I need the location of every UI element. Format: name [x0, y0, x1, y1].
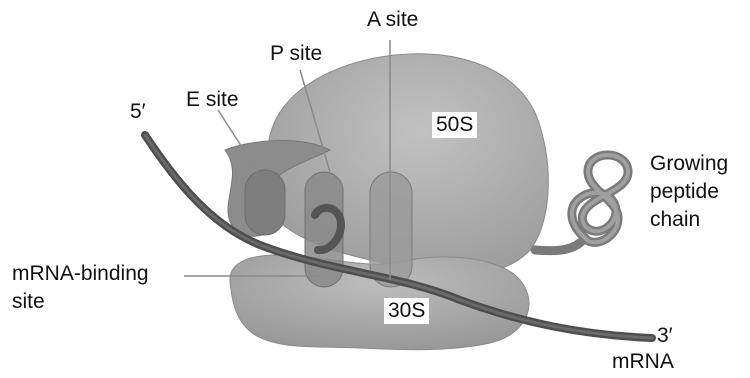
e-site-label: E site	[186, 88, 239, 112]
growing-peptide-label-line3: chain	[650, 208, 700, 232]
subunit-50s-label: 50S	[432, 112, 477, 138]
growing-peptide-label-line1: Growing	[650, 152, 728, 176]
p-site-label: P site	[270, 42, 322, 66]
subunit-30s-label: 30S	[384, 298, 429, 324]
mrna-label: mRNA	[612, 350, 674, 374]
growing-peptide-chain	[535, 155, 628, 251]
e-site-slot	[245, 170, 285, 235]
a-site-label: A site	[367, 8, 418, 32]
growing-peptide-label-line2: peptide	[650, 180, 719, 204]
mrna-binding-label-line1: mRNA-binding	[12, 262, 149, 286]
five-prime-label: 5′	[130, 100, 146, 124]
a-site-slot	[370, 172, 412, 287]
three-prime-label: 3′	[657, 324, 673, 348]
mrna-binding-label-line2: site	[12, 290, 45, 314]
